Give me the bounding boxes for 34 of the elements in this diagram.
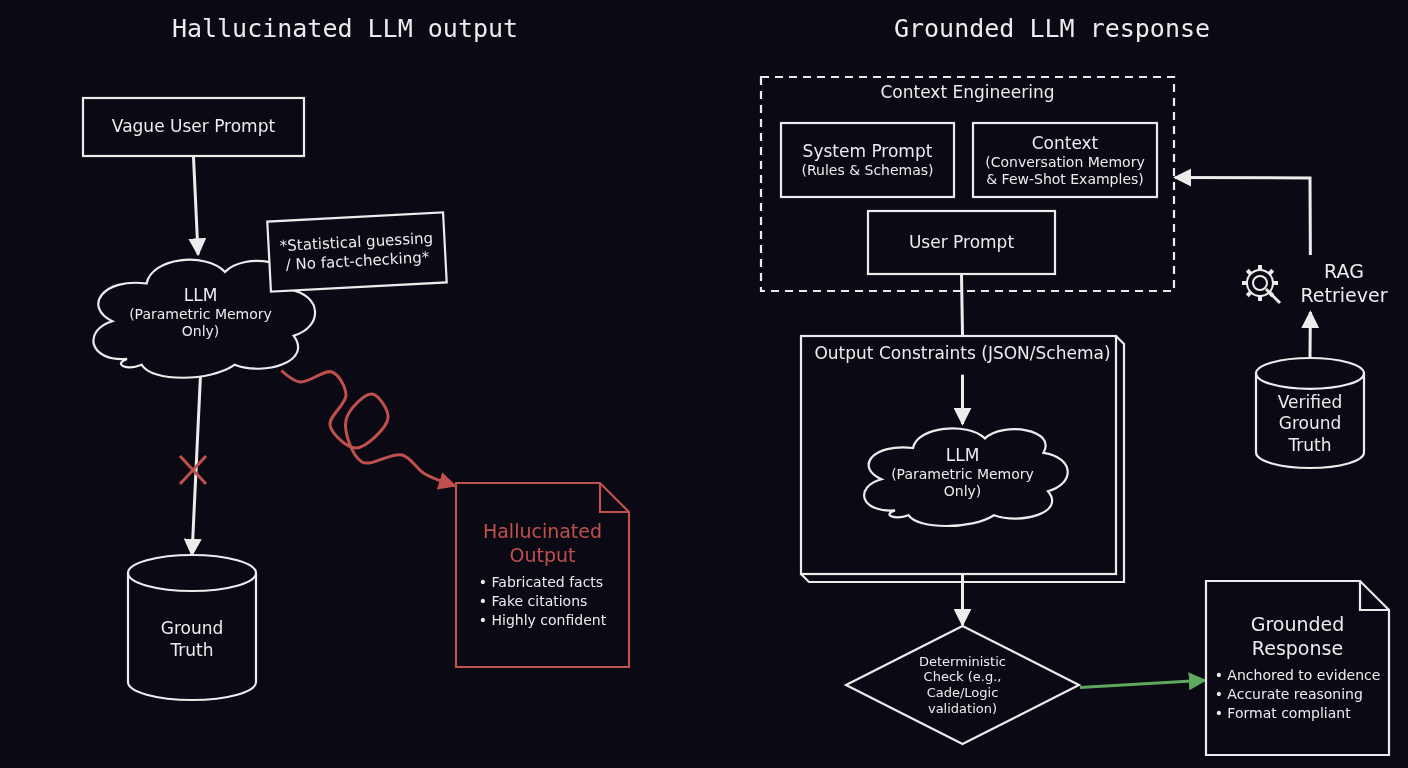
- section-title: Grounded LLM response: [893, 14, 1211, 43]
- arrow: [188, 156, 207, 257]
- node-label: LLM: [183, 285, 218, 307]
- node-label: RAG Retriever: [1299, 259, 1389, 308]
- node-label: Verified Ground Truth: [1276, 392, 1344, 456]
- arrow: [953, 574, 972, 627]
- node-label: Ground Truth: [159, 618, 225, 661]
- bullet-item: • Fabricated facts: [478, 573, 604, 593]
- node-sublabel: (Rules & Schemas): [801, 162, 934, 179]
- bullet-item: • Format compliant: [1214, 704, 1351, 724]
- node-label: Vague User Prompt: [111, 116, 276, 138]
- bullet-item: • Highly confident: [478, 611, 607, 631]
- document-title: Grounded Response: [1249, 612, 1346, 661]
- node-sublabel: (Parametric Memory Only): [890, 465, 1035, 500]
- node-label: LLM: [945, 444, 980, 466]
- arrow: [1079, 672, 1207, 691]
- node-label: User Prompt: [908, 231, 1015, 254]
- node-sublabel: (Conversation Memory & Few-Shot Examples): [984, 153, 1146, 188]
- node-label: Deterministic Check (e.g., Cade/Logic validation): [918, 653, 1007, 717]
- section-title: Hallucinated LLM output: [171, 14, 519, 43]
- node-label: System Prompt: [802, 140, 933, 163]
- arrow: [1173, 168, 1312, 255]
- bullet-item: • Fake citations: [478, 592, 588, 612]
- arrow: [280, 369, 457, 490]
- bullet-item: • Anchored to evidence: [1214, 666, 1381, 686]
- arrow: [1301, 310, 1320, 358]
- document-title: Hallucinated Output: [481, 519, 604, 568]
- arrow: [953, 374, 972, 426]
- node-sublabel: (Parametric Memory Only): [128, 306, 273, 340]
- node-label: *Statistical guessing / No fact-checking*: [278, 229, 435, 275]
- node-label: Context: [1031, 132, 1099, 154]
- node-label: Context Engineering: [880, 82, 1055, 104]
- node-label: Output Constraints (JSON/Schema): [814, 343, 1111, 365]
- bullet-item: • Accurate reasoning: [1214, 685, 1363, 705]
